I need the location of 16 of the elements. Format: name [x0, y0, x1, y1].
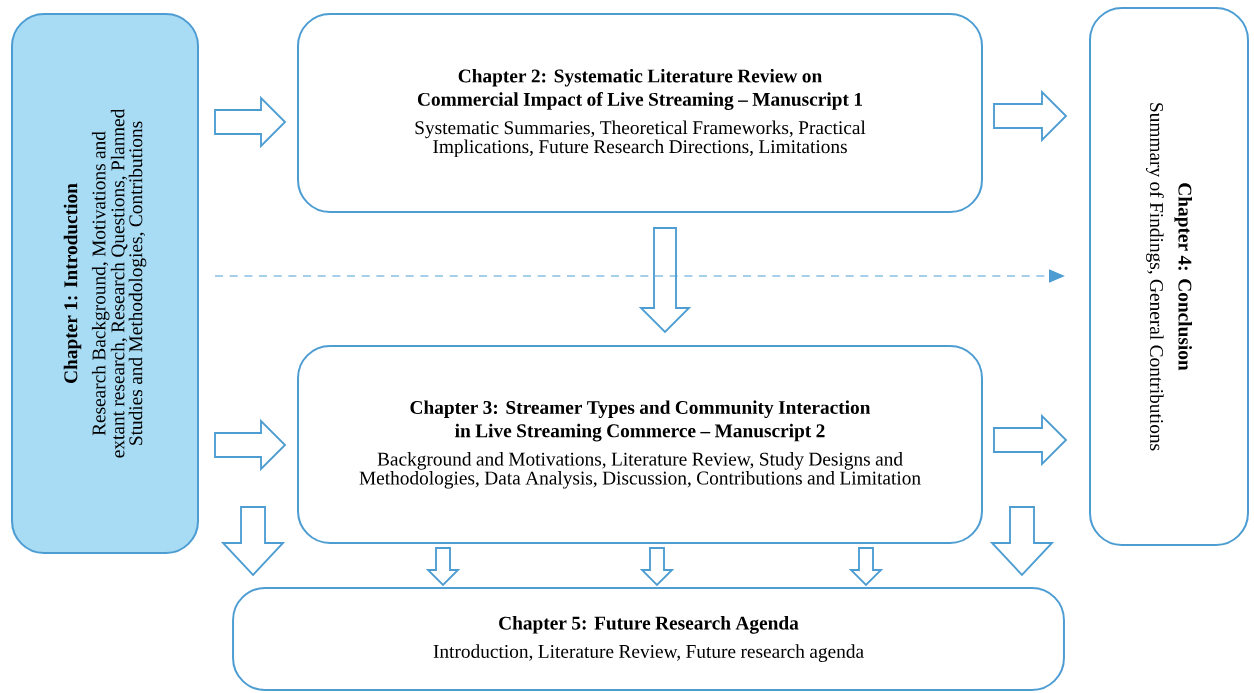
chapter-box: Chapter 4: Conclusion Summary of Findings, General Contributions: [1089, 6, 1249, 547]
dashed-arrow: [214, 269, 1065, 283]
block-arrow: [639, 547, 675, 587]
block-arrow: [214, 95, 287, 149]
block-arrow: [638, 227, 692, 334]
block-arrow: [989, 506, 1055, 577]
chapter-box: Chapter 3: Streamer Types and Community Interaction in Live Streaming Commerce – Manuscript 2 Background and Motivations, Literature Review, Study Designs and Methodologies, Data Analysis, Discussion, Contributions and Limitation: [297, 344, 983, 545]
block-arrow: [220, 506, 286, 577]
block-arrow: [993, 89, 1068, 143]
chapter-box: Chapter 1: Introduction Research Background, Motivations and extant research, Research Questions, Planned Studies and Methodologies, Contributions: [11, 13, 199, 554]
block-arrow: [425, 547, 461, 587]
block-arrow: [214, 418, 287, 472]
chapter-box: Chapter 2: Systematic Literature Review on Commercial Impact of Live Streaming – Manuscript 1 Systematic Summaries, Theoretical Frameworks, Practical Implications, Future Research Directions, Limitations: [297, 13, 983, 213]
chapter-box: Chapter 5: Future Research Agenda Introduction, Literature Review, Future research agenda: [232, 587, 1065, 691]
block-arrow: [993, 413, 1068, 467]
block-arrow: [848, 547, 884, 587]
